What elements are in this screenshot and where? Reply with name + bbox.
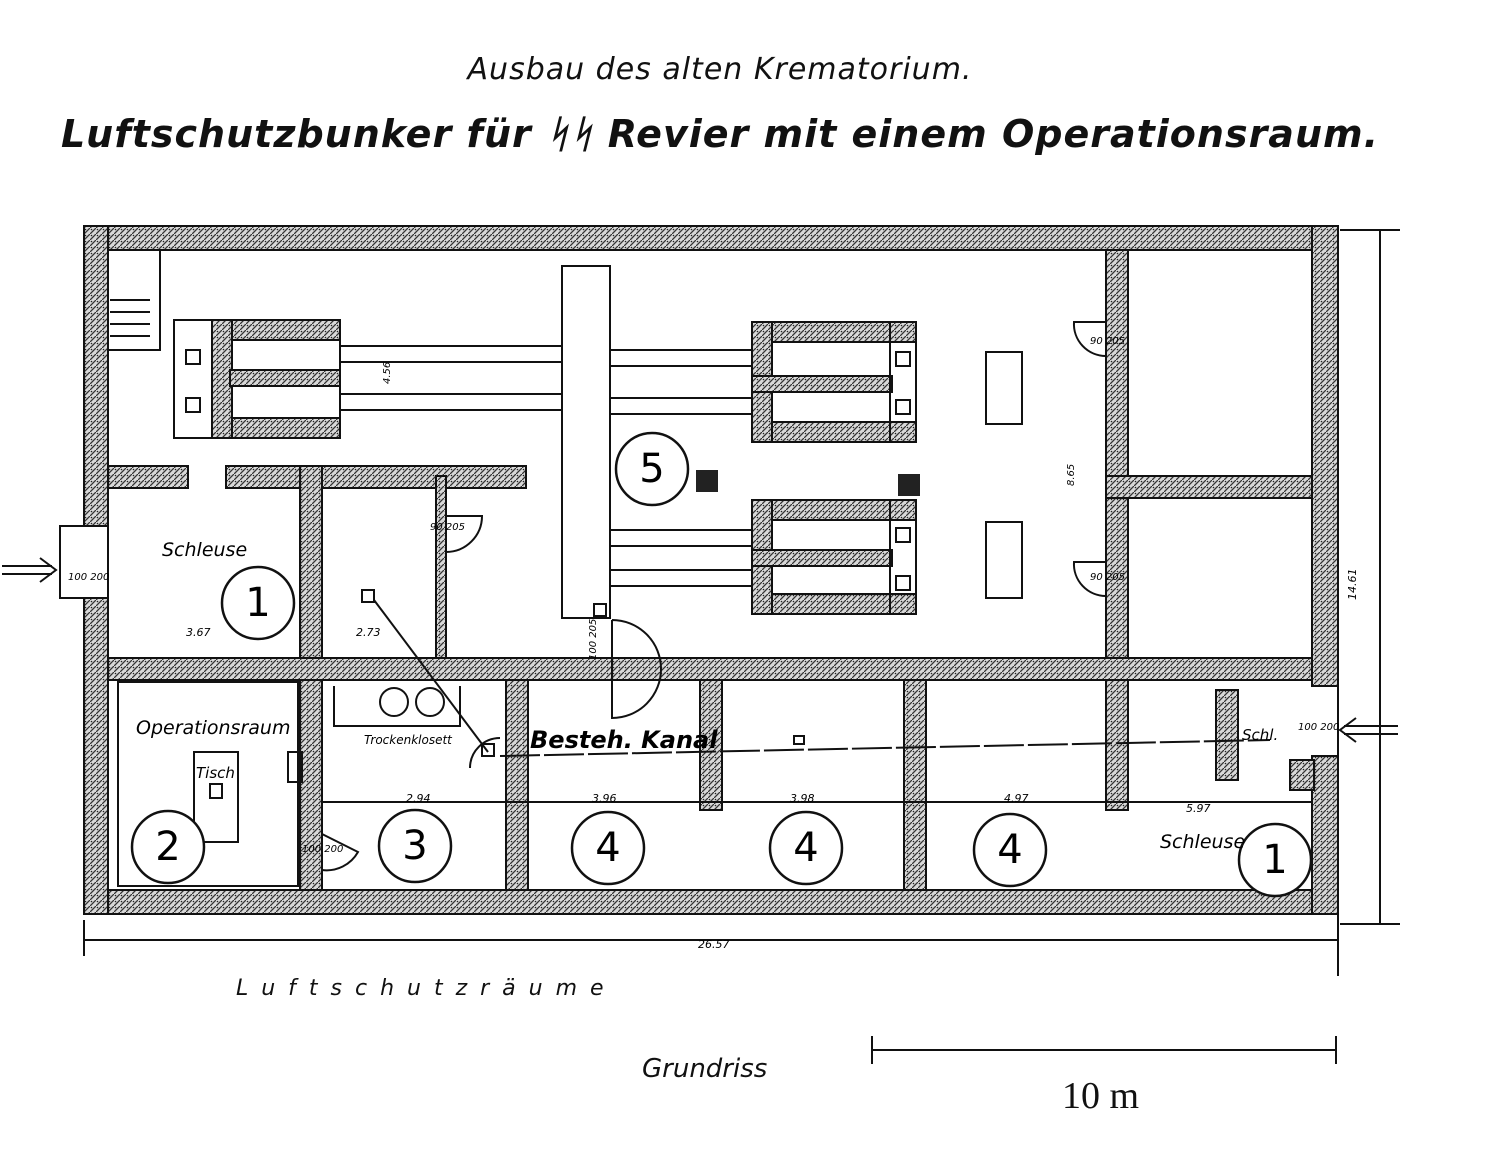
svg-text:3: 3 [402,823,427,869]
svg-text:1: 1 [245,580,270,626]
label-schleuse-left: Schleuse [162,539,247,561]
dim-overall-width: 26.57 [698,938,730,951]
caption-grundriss: Grundriss [642,1054,768,1084]
room-number-1-right: 1 [1237,822,1313,898]
channel [499,735,1271,757]
label-tisch: Tisch [196,764,235,782]
svg-text:4: 4 [595,825,620,871]
svg-text:2: 2 [155,824,180,870]
dim-273: 2.73 [356,626,381,639]
dim-497: 4.97 [1004,792,1029,805]
central-duct [340,265,1023,619]
plan-title: Luftschutzbunker für ᛋᛋ Revier mit einem… [60,112,1380,156]
dimension-lines [83,229,1400,976]
dim-865: 8.65 [1066,464,1077,486]
dim-398: 3.98 [790,792,815,805]
dim-456: 4.56 [382,362,393,384]
svg-text:4: 4 [997,827,1022,873]
entrance-left [2,525,109,599]
label-schl: Schl. [1242,726,1278,744]
dim-100-200: 100 200 [302,844,343,855]
staircase [107,249,161,351]
room-number-4-c: 4 [972,812,1048,888]
furnace-left [173,319,341,439]
label-schleuse-right: Schleuse [1160,831,1245,853]
room-number-3: 3 [377,808,453,884]
scale-bar [871,1036,1337,1064]
furnace-right-lower [751,499,917,615]
room-number-4-b: 4 [768,810,844,886]
dim-100-205: 100 205 [588,619,599,660]
door-arcs [321,321,1107,872]
dim-367: 3.67 [186,626,211,639]
svg-text:1: 1 [1262,837,1287,883]
label-operationsraum: Operationsraum [136,717,290,739]
dim-overall-height: 14.61 [1346,569,1359,601]
room-number-4-a: 4 [570,810,646,886]
scale-label: 10 m [1062,1075,1140,1117]
room-number-5: 5 [614,431,690,507]
svg-text:5: 5 [639,446,664,492]
dim-294: 2.94 [406,792,431,805]
dim-door-left: 100 200 [68,572,109,583]
dim-door-right: 100 200 [1298,722,1339,733]
dim-90-205-b: 90 205 [1090,572,1125,583]
dim-597: 5.97 [1186,802,1211,815]
room-number-1-left: 1 [220,565,296,641]
dry-toilet [333,589,495,757]
svg-text:4: 4 [793,825,818,871]
entrance-right [1338,717,1398,743]
dim-90-205-a: 90 205 [1090,336,1125,347]
label-besteh-kanal: Besteh. Kanal [530,726,718,754]
furnace-right-upper [751,321,917,443]
plan-subtitle: Ausbau des alten Krematorium. [467,52,973,87]
dim-90-205-c: 90 205 [430,522,465,533]
operating-room-fittings [117,681,303,887]
caption-luftschutzraeume: L u f t s c h u t z r ä u m e [236,976,607,1001]
interior-walls [107,249,1315,891]
dim-396: 3.96 [592,792,617,805]
room-number-2: 2 [130,809,206,885]
label-trockenklosett: Trockenklosett [364,733,453,747]
